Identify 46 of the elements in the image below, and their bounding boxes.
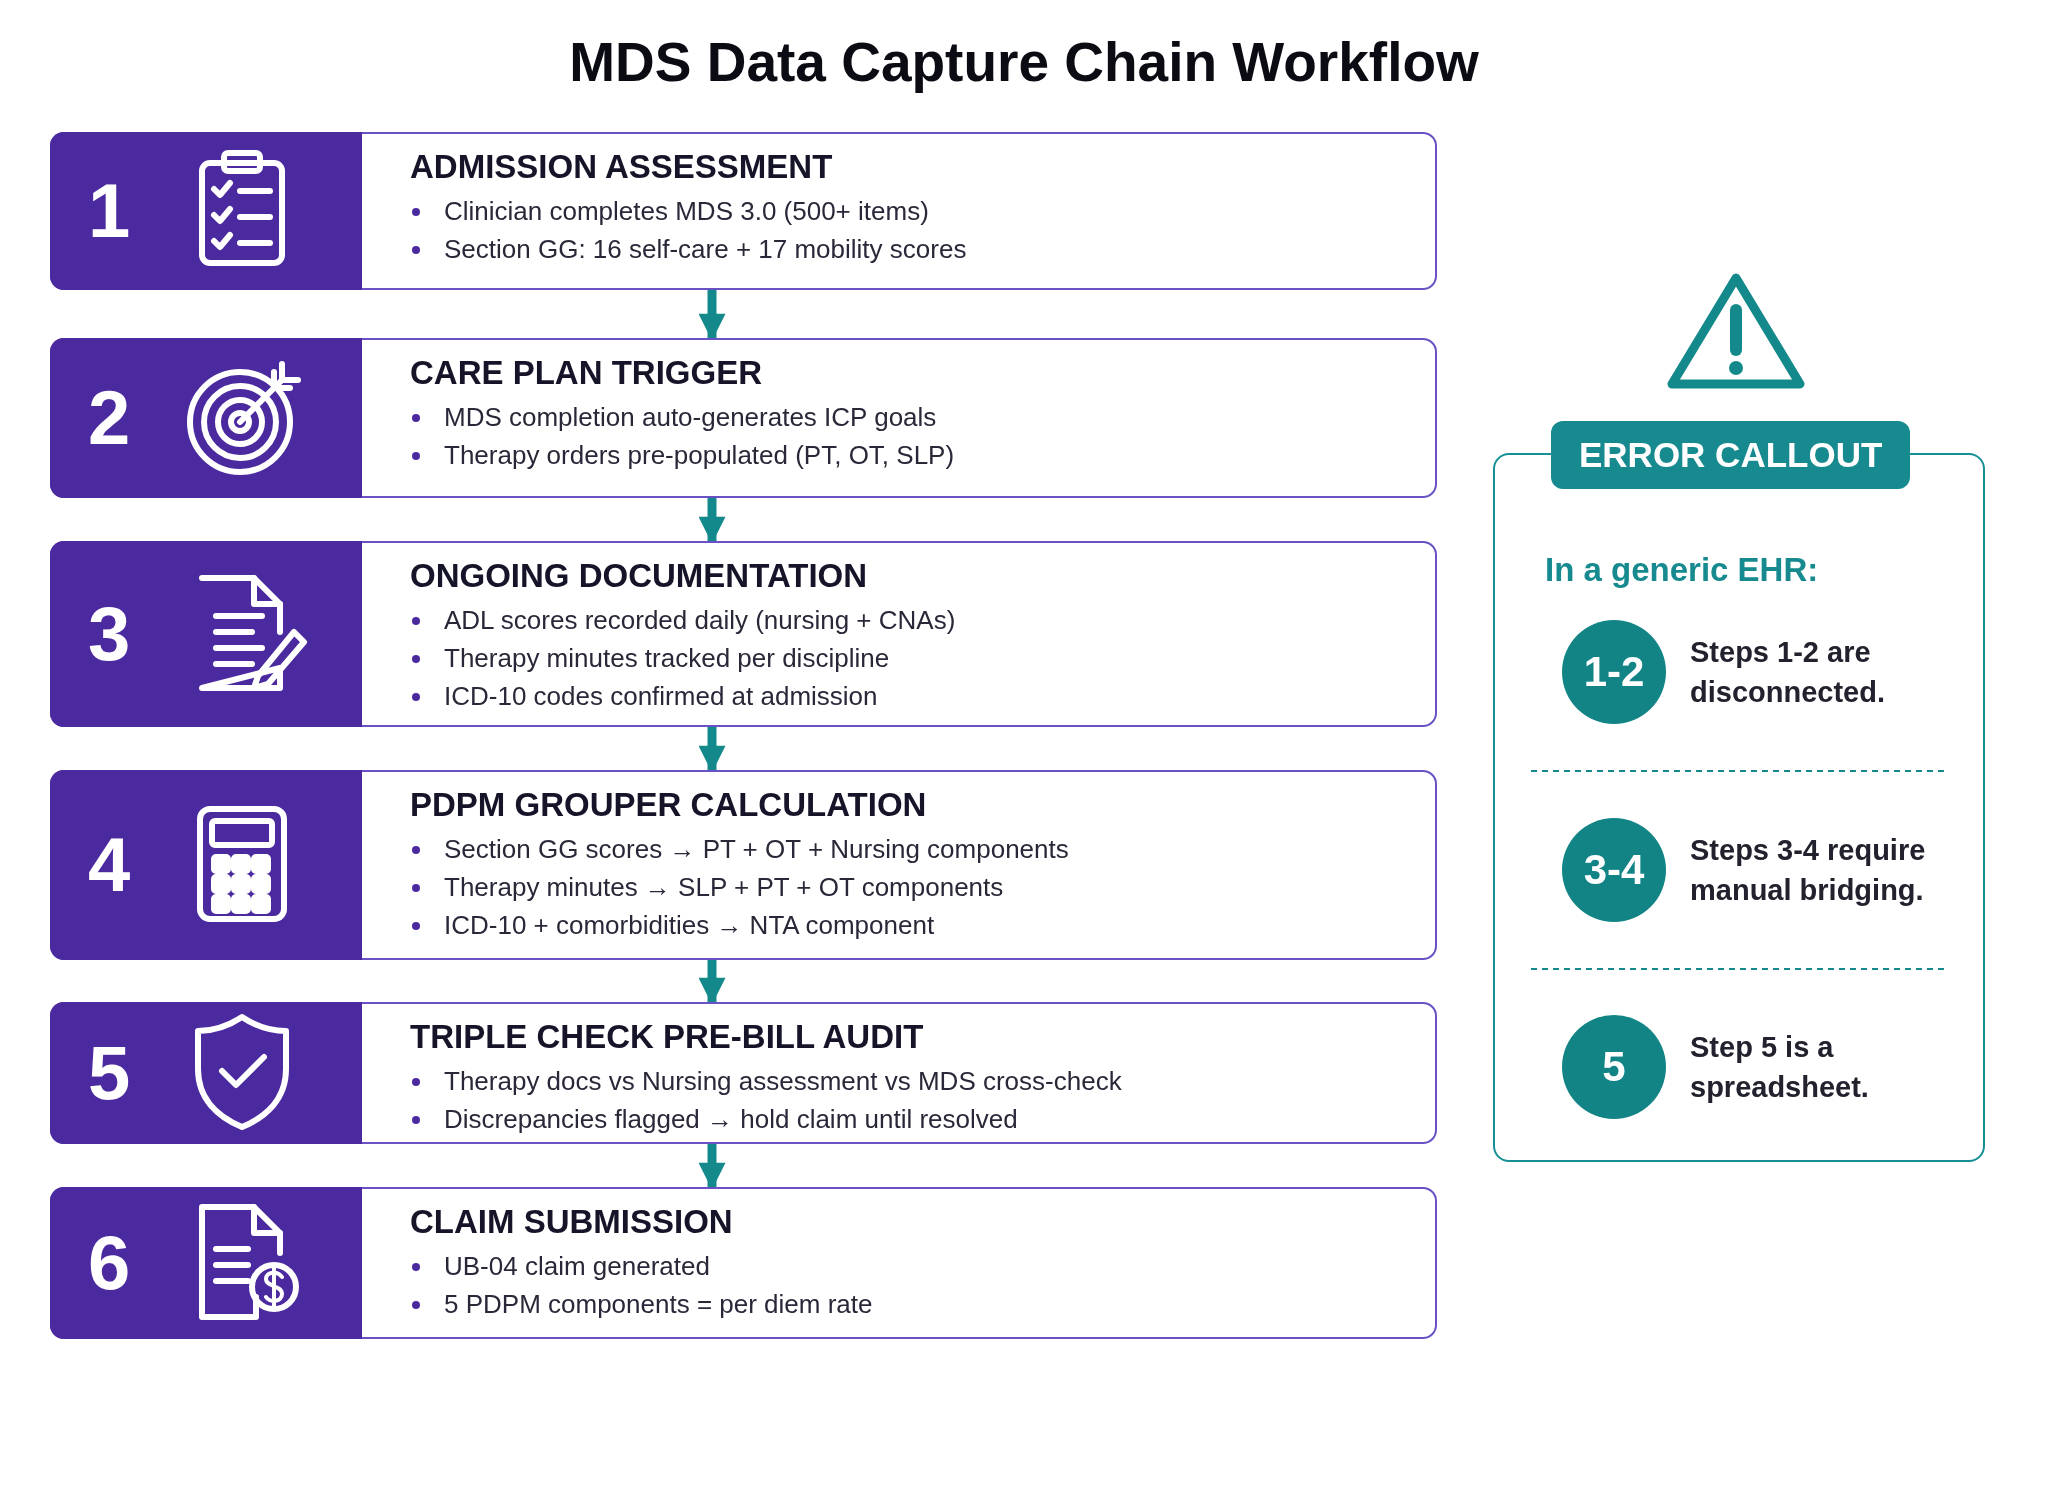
step-heading: CARE PLAN TRIGGER: [410, 354, 762, 392]
step-card: [50, 132, 1437, 290]
flow-arrow: [698, 498, 726, 544]
bullet-item: Therapy orders pre-populated (PT, OT, SLP): [410, 436, 955, 474]
step-number: 5: [88, 1035, 131, 1111]
bullet-item: 5 PDPM components = per diem rate: [410, 1285, 873, 1323]
step-number: 4: [88, 827, 131, 903]
callout-subheading: In a generic EHR:: [1545, 551, 1819, 589]
step-number: 3: [88, 596, 131, 672]
bullet-item: Section GG scores → PT + OT + Nursing components: [410, 830, 1069, 868]
step-range-badge: 1-2: [1562, 620, 1666, 724]
step-range-badge: 5: [1562, 1015, 1666, 1119]
step-heading: CLAIM SUBMISSION: [410, 1203, 733, 1241]
step-number: 1: [88, 173, 131, 249]
bullet-item: Discrepancies flagged → hold claim until resolved: [410, 1100, 1018, 1138]
bullet-item: Therapy docs vs Nursing assessment vs MDS cross-check: [410, 1062, 1122, 1100]
step-number: 2: [88, 380, 131, 456]
flow-arrow: [698, 1144, 726, 1190]
step-card: [50, 338, 1437, 498]
flow-arrow: [698, 290, 726, 341]
callout-note: Step 5 is a spreadsheet.: [1690, 1030, 1870, 1105]
bullet-item: Therapy minutes → SLP + PT + OT components: [410, 868, 1004, 906]
callout-note: Steps 1-2 are disconnected.: [1690, 635, 1886, 710]
bullet-item: ICD-10 + comorbidities → NTA component: [410, 906, 935, 944]
bullet-item: ICD-10 codes confirmed at admission: [410, 677, 878, 715]
step-range-badge: 3-4: [1562, 818, 1666, 922]
step-heading: ADMISSION ASSESSMENT: [410, 148, 833, 186]
bullet-item: MDS completion auto-generates ICP goals: [410, 398, 937, 436]
step-number: 6: [88, 1225, 131, 1301]
bullet-item: Clinician completes MDS 3.0 (500+ items): [410, 192, 929, 230]
step-card: [50, 1002, 1437, 1144]
title: MDS Data Capture Chain Workflow: [568, 30, 1480, 94]
step-card: [50, 541, 1437, 727]
step-card: [50, 1187, 1437, 1339]
flow-arrow: [698, 960, 726, 1005]
bullet-item: UB-04 claim generated: [410, 1247, 710, 1285]
step-heading: TRIPLE CHECK PRE-BILL AUDIT: [410, 1018, 924, 1056]
callout-header: ERROR CALLOUT: [1551, 421, 1911, 489]
step-card: [50, 770, 1437, 960]
bullet-item: Section GG: 16 self-care + 17 mobility scores: [410, 230, 967, 268]
bullet-item: ADL scores recorded daily (nursing + CNAs): [410, 601, 956, 639]
flow-arrow: [698, 727, 726, 773]
bullet-item: Therapy minutes tracked per discipline: [410, 639, 890, 677]
callout-note: Steps 3-4 require manual bridging.: [1690, 833, 1927, 908]
step-heading: PDPM GROUPER CALCULATION: [410, 786, 927, 824]
step-heading: ONGOING DOCUMENTATION: [410, 557, 868, 595]
